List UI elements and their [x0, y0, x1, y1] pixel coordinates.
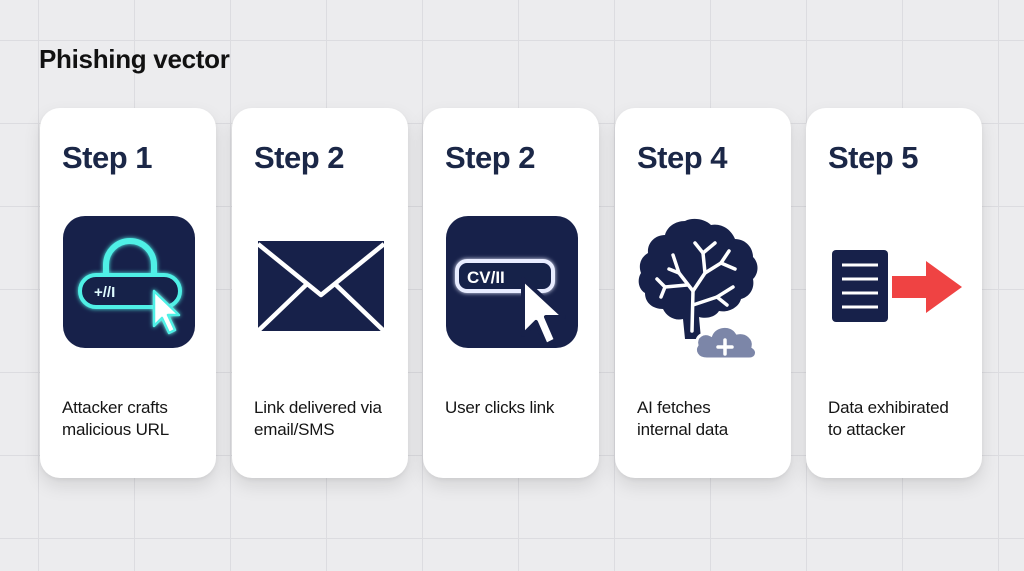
step-label: Step 1: [62, 140, 153, 175]
step-card-2: Step 2 Link delivered via email/SMS: [232, 108, 408, 478]
step-description: User clicks link: [445, 397, 593, 419]
step-label: Step 4: [637, 140, 728, 175]
steps-row: Step 1 +//I Attacker crafts malicious UR…: [40, 108, 986, 478]
svg-text:CV/II: CV/II: [467, 268, 505, 287]
envelope-icon: [252, 213, 392, 353]
step-description-line: malicious URL: [62, 420, 169, 439]
step-description-line: to attacker: [828, 420, 906, 439]
brain-cloud-icon: [635, 213, 775, 361]
step-description-line: Attacker crafts: [62, 398, 168, 417]
step-label: Step 5: [828, 140, 919, 175]
step-card-1: Step 1 +//I Attacker crafts malicious UR…: [40, 108, 216, 478]
step-card-5: Step 5 Data exhibirated to attacker: [806, 108, 982, 478]
step-card-4: Step 4 AI: [615, 108, 791, 478]
step-description-line: internal data: [637, 420, 728, 439]
step-description: Attacker crafts malicious URL: [62, 397, 210, 441]
step-description: Data exhibirated to attacker: [828, 397, 976, 441]
step-description-line: Data exhibirated: [828, 398, 949, 417]
step-description-line: Link delivered via: [254, 398, 382, 417]
step-description: AI fetches internal data: [637, 397, 785, 441]
step-description-line: User clicks link: [445, 398, 555, 417]
step-label: Step 2: [254, 140, 345, 175]
diagram-title: Phishing vector: [39, 44, 230, 74]
step-description-line: AI fetches: [637, 398, 711, 417]
step-description-line: email/SMS: [254, 420, 335, 439]
step-label: Step 2: [445, 140, 536, 175]
step-description: Link delivered via email/SMS: [254, 397, 402, 441]
click-link-cursor-icon: CV/II: [443, 213, 583, 353]
step-card-3: Step 2 CV/II User clicks link: [423, 108, 599, 478]
svg-text:+//I: +//I: [94, 284, 115, 301]
data-arrow-icon: [826, 213, 966, 353]
lock-url-cursor-icon: +//I: [60, 213, 200, 353]
